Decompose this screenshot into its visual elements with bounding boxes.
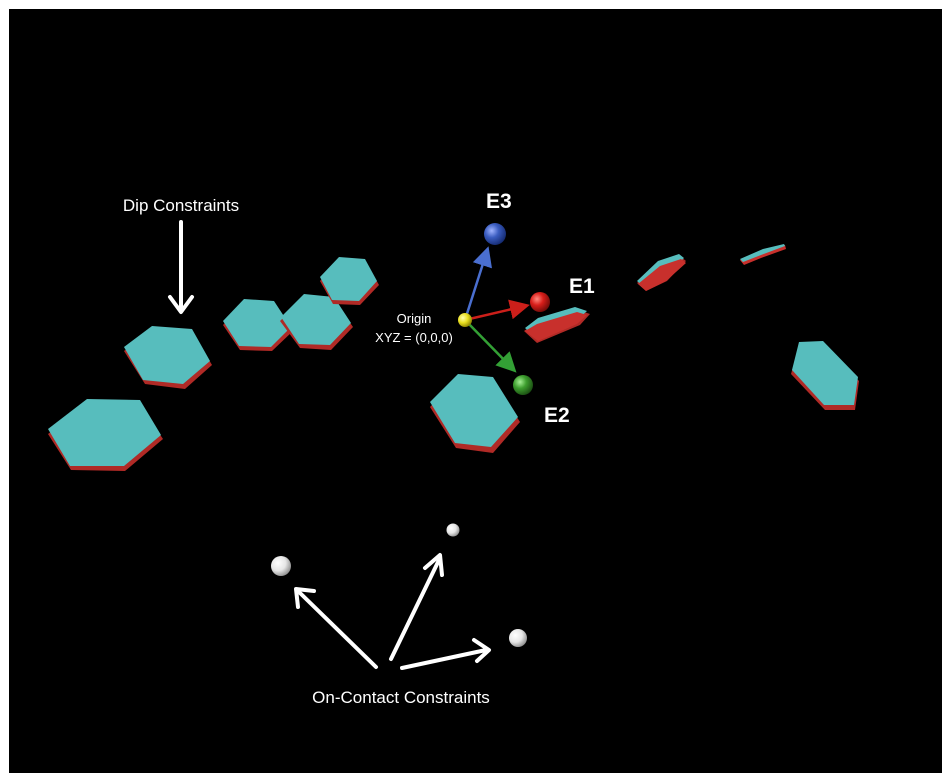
dip-plate (524, 307, 590, 343)
on-contact-points (271, 523, 527, 647)
e3-axis-sphere (484, 223, 506, 245)
e1-label: E1 (569, 275, 595, 298)
3d-viewport: E3 E1 E2 Origin XYZ = (0,0,0) Dip Constr… (9, 9, 942, 773)
dip-plate (791, 341, 859, 410)
dip-plate (430, 374, 520, 453)
dip-plate (320, 257, 379, 305)
dip-plate (124, 326, 212, 389)
contact-point (271, 556, 291, 576)
contact-point (446, 523, 460, 537)
e3-label: E3 (486, 190, 512, 213)
e3-axis-line (463, 246, 492, 321)
dip-constraints-label: Dip Constraints (123, 196, 239, 215)
on-contact-arrows (294, 553, 491, 670)
dip-constraint-plates (48, 244, 859, 471)
dip-plate (280, 294, 353, 350)
e1-axis-line (464, 299, 530, 322)
scene-svg: E3 E1 E2 Origin XYZ = (0,0,0) Dip Constr… (48, 190, 859, 707)
e2-axis-sphere (513, 375, 533, 395)
on-contact-constraints-label: On-Contact Constraints (312, 688, 490, 707)
dip-plate (637, 254, 686, 291)
e2-axis-line (464, 319, 517, 373)
coordinate-axes (458, 223, 550, 395)
origin-xyz-label: XYZ = (0,0,0) (375, 330, 453, 345)
dip-plate (223, 299, 293, 351)
origin-label: Origin (397, 311, 432, 326)
dip-plate (48, 399, 163, 471)
e2-label: E2 (544, 404, 570, 427)
origin-sphere (458, 313, 472, 327)
e1-axis-sphere (530, 292, 550, 312)
dip-constraints-arrow (168, 220, 194, 314)
contact-point (509, 629, 527, 647)
dip-plate (740, 244, 786, 265)
